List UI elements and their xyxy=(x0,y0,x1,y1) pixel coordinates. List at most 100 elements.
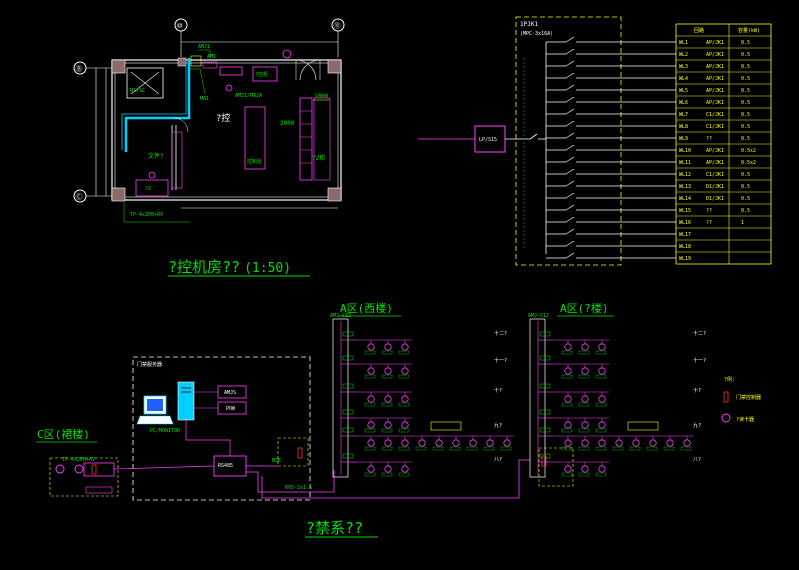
label-amj1-ma2a: AMJ1/MA2A xyxy=(235,93,262,99)
table-cell-kw: 0.5x2 xyxy=(741,148,756,154)
table-header-circuit: 回路 xyxy=(694,27,704,34)
card-reader-icon xyxy=(469,439,477,447)
legend-title: ?例: xyxy=(724,376,735,383)
dim-2000: 2000 xyxy=(280,120,295,127)
table-cell-kw: 0.5 xyxy=(741,88,750,94)
svg-text:RVS-2x1.5: RVS-2x1.5 xyxy=(285,485,312,491)
floor-tag-east: 十? xyxy=(693,387,701,394)
legend-reader-symbol xyxy=(721,413,731,423)
table-cell-circuit: WL4 xyxy=(679,76,688,82)
table-cell-load: ?? xyxy=(706,220,712,226)
card-reader-icon xyxy=(598,343,606,351)
card-reader-icon xyxy=(581,465,589,473)
desk-label: 控制台 xyxy=(247,158,262,165)
card-reader-icon xyxy=(564,367,572,375)
card-reader-icon xyxy=(503,439,511,447)
floor-tag-east: 九? xyxy=(693,422,701,429)
table-cell-circuit: WL17 xyxy=(679,232,691,238)
table-cell-load: D1/JK1 xyxy=(706,196,724,202)
svg-text:AMJ-C12: AMJ-C12 xyxy=(330,313,351,319)
table-cell-kw: 0.5 xyxy=(741,100,750,106)
table-cell-kw: 0.5 xyxy=(741,196,750,202)
card-reader-icon xyxy=(401,465,409,473)
floor-plan: ⑩ ⑪ Ⓑ Ⓒ xyxy=(73,18,345,277)
table-cell-circuit: WL14 xyxy=(679,196,691,202)
svg-text:TP-4x2PB+RV: TP-4x2PB+RV xyxy=(62,457,95,463)
legend-reader-text: ?读卡器 xyxy=(736,416,754,423)
panel-title: 1PJK1 xyxy=(520,21,538,28)
table-cell-circuit: WL11 xyxy=(679,160,691,166)
floor-tag-west: 九? xyxy=(494,422,502,429)
table-cell-kw: 0.5 xyxy=(741,208,750,214)
table-cell-circuit: WL7 xyxy=(679,112,688,118)
card-reader-icon xyxy=(367,395,375,403)
control-desk xyxy=(244,106,266,170)
panel-box xyxy=(515,16,622,266)
table-cell-load: AP/JK1 xyxy=(706,148,724,154)
table-cell-load: AP/JK1 xyxy=(706,40,724,46)
table-cell-load: AP/JK1 xyxy=(706,52,724,58)
table-cell-load: AP/JK1 xyxy=(706,76,724,82)
floor-tag-west: 十? xyxy=(494,387,502,394)
floor-tag-east: 十一? xyxy=(693,357,706,364)
table-cell-circuit: WL10 xyxy=(679,148,691,154)
card-reader-icon xyxy=(384,395,392,403)
card-reader-icon xyxy=(367,439,375,447)
table-cell-circuit: WL1 xyxy=(679,40,688,46)
label-bottom-note: TP-4x2PB+RV xyxy=(130,212,163,218)
label-q2: ?2 xyxy=(145,186,151,192)
floor-tag-west: 十一? xyxy=(494,357,507,364)
table-cell-circuit: WL18 xyxy=(679,244,691,250)
label-amj1: AMJ1 xyxy=(198,44,210,50)
legend-controller-text: 门禁控制器 xyxy=(736,394,761,401)
card-reader-icon xyxy=(401,439,409,447)
panel-branches xyxy=(546,36,676,259)
table-cell-kw: 0.5 xyxy=(741,112,750,118)
floor-tag-east: 十二? xyxy=(693,330,706,337)
card-reader-icon xyxy=(418,439,426,447)
card-reader-icon xyxy=(435,439,443,447)
card-reader-icon xyxy=(384,343,392,351)
table-cell-circuit: WL9 xyxy=(679,136,688,142)
table-cell-load: AP/JK1 xyxy=(706,100,724,106)
table-cell-circuit: WL5 xyxy=(679,88,688,94)
card-reader-icon xyxy=(581,439,589,447)
card-reader-icon xyxy=(486,439,494,447)
card-reader-icon xyxy=(564,395,572,403)
table-cell-kw: 0.5 xyxy=(741,52,750,58)
card-reader-icon xyxy=(384,439,392,447)
cabinet-row xyxy=(299,97,313,181)
floor-tag-west: 十二? xyxy=(494,330,507,337)
card-reader-icon xyxy=(666,439,674,447)
table-cell-circuit: WL12 xyxy=(679,172,691,178)
table-cell-circuit: WL6 xyxy=(679,100,688,106)
table-cell-circuit: WL2 xyxy=(679,52,688,58)
store-label: 文件? xyxy=(148,152,164,160)
table-cell-load: C1/JK1 xyxy=(706,172,724,178)
table-cell-circuit: WL8 xyxy=(679,124,688,130)
axis-label-c: Ⓒ xyxy=(76,193,83,201)
label-am1: AM1 xyxy=(207,54,216,60)
table-header-kw: 容量(kW) xyxy=(738,27,760,34)
table-cell-load: AP/JK1 xyxy=(706,160,724,166)
access-title: ?禁系?? xyxy=(306,519,363,537)
card-reader-icon xyxy=(367,465,375,473)
room-name: ?控 xyxy=(216,112,230,124)
table-cell-circuit: WL19 xyxy=(679,256,691,262)
card-reader-icon xyxy=(452,439,460,447)
axis-label-10: ⑩ xyxy=(177,22,183,30)
access-control-diagram: C区(裙楼) TP-4x2PB+RV 门禁服务器 PC/MONITOR AMJS… xyxy=(36,301,761,538)
floor-tag-east: 八? xyxy=(693,457,701,463)
table-cell-load: D1/JK1 xyxy=(706,184,724,190)
table-cell-circuit: WL15 xyxy=(679,208,691,214)
server-box-label: 门禁服务器 xyxy=(137,361,162,368)
floor-tags: 十二?十二?十一?十一?十?十?九?九?八?八? xyxy=(494,330,706,463)
svg-text:AMJS: AMJS xyxy=(224,390,236,396)
table-cell-circuit: WL16 xyxy=(679,220,691,226)
card-reader-icon xyxy=(401,367,409,375)
incoming-label: LP/S15 xyxy=(479,137,497,143)
table-cell-kw: 0.5 xyxy=(741,124,750,130)
zone-c-label: C区(裙楼) xyxy=(37,427,90,441)
table-cell-load: C1/JK1 xyxy=(706,124,724,130)
card-reader-icon xyxy=(598,367,606,375)
